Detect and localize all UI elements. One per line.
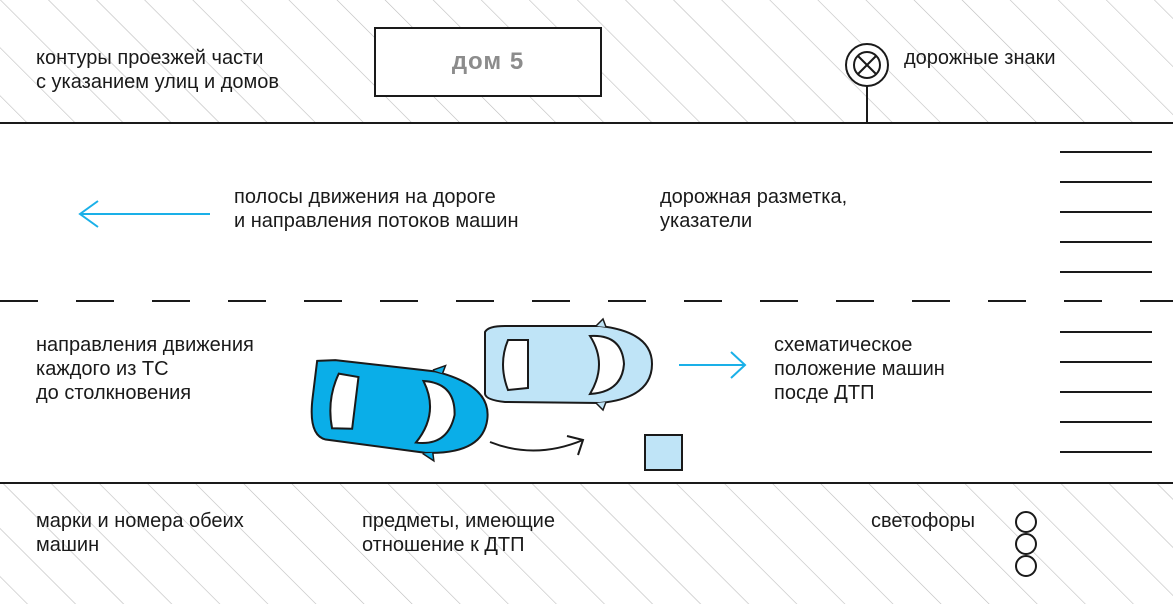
position-arrow-icon	[679, 351, 747, 379]
bottom-sidewalk	[0, 483, 1173, 604]
traffic-light-icon	[1015, 511, 1037, 577]
related-object	[644, 434, 683, 471]
markings-label: дорожная разметка, указатели	[660, 186, 848, 232]
no-stopping-sign-icon	[845, 43, 889, 123]
car-positions-label: схематическое положение машин посде ДТП	[774, 334, 945, 404]
house-label: дом 5	[451, 48, 525, 75]
crosswalk	[1060, 151, 1152, 453]
related-objects-label: предметы, имеющие отношение к ДТП	[362, 510, 555, 556]
car-dark-icon	[310, 359, 489, 463]
car-light-icon	[484, 317, 654, 412]
road-signs-label: дорожные знаки	[904, 47, 1056, 69]
traffic-lights-label: светофоры	[871, 510, 975, 532]
house-box	[374, 27, 602, 97]
movement-arrow-icon	[489, 435, 585, 456]
car-plates-label: марки и номера обеих машин	[36, 510, 244, 556]
vehicle-directions-label: направления движения каждого из ТС до ст…	[36, 334, 254, 404]
road-outline-label: контуры проезжей части с указанием улиц …	[36, 47, 280, 93]
lanes-label: полосы движения на дороге и направления …	[234, 186, 519, 232]
lane-direction-arrow-icon	[78, 200, 210, 228]
